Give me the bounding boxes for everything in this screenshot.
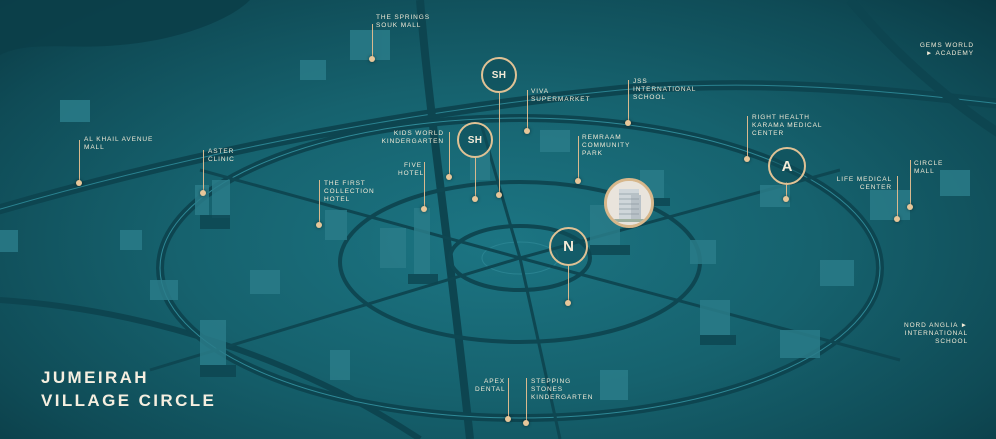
location-dot-icon (369, 56, 375, 62)
poi-label: GEMS WORLD ► ACADEMY (919, 42, 974, 57)
location-dot-icon (744, 156, 750, 162)
poi-label: LIFE MEDICAL CENTER (836, 176, 892, 191)
poi-label: AL KHAIL AVENUE MALL (84, 136, 154, 151)
stem (897, 176, 898, 218)
stem (508, 378, 509, 418)
poi-label: CIRCLE MALL (914, 160, 944, 175)
location-dot-icon (421, 206, 427, 212)
location-dot-icon (76, 180, 82, 186)
poi-label: VIVA SUPERMARKET (531, 88, 591, 103)
marker-sh-top[interactable]: SH (481, 57, 517, 93)
location-dot-icon (894, 216, 900, 222)
marker-label: SH (491, 69, 507, 81)
stem (910, 160, 911, 206)
pin-stem (568, 264, 569, 302)
pin-stem (475, 156, 476, 198)
location-dot-icon (505, 416, 511, 422)
marker-label: A (781, 157, 793, 175)
area-title-line1: JUMEIRAH (41, 368, 149, 387)
marker-label: N (563, 238, 574, 255)
poi-label: REMRAAM COMMUNITY PARK (582, 134, 631, 157)
poi-label: THE FIRST COLLECTION HOTEL (324, 180, 375, 203)
poi-label: STEPPING STONES KINDERGARTEN (531, 378, 594, 401)
location-dot-icon (783, 196, 789, 202)
stem (203, 150, 204, 192)
poi-label: ASTER CLINIC (208, 148, 235, 163)
stem (578, 136, 579, 180)
marker-sh-mid[interactable]: SH (457, 122, 493, 158)
poi-label: JSS INTERNATIONAL SCHOOL (633, 78, 696, 101)
location-dot-icon (524, 128, 530, 134)
area-title-line2: VILLAGE CIRCLE (41, 391, 217, 410)
poi-label: KIDS WORLD KINDERGARTEN (381, 130, 444, 145)
location-dot-icon (575, 178, 581, 184)
stem (372, 24, 373, 58)
location-dot-icon (907, 204, 913, 210)
location-dot-icon (496, 192, 502, 198)
poi-label: FIVE HOTEL (398, 162, 425, 177)
stem (424, 162, 425, 208)
pin-stem (499, 92, 500, 194)
stem (747, 116, 748, 158)
area-title: JUMEIRAH VILLAGE CIRCLE (41, 366, 216, 412)
marker-n[interactable]: N (549, 227, 588, 266)
stem (319, 180, 320, 226)
location-dot-icon (200, 190, 206, 196)
stem (628, 80, 629, 122)
building-icon (607, 181, 651, 225)
poi-label: APEX DENTAL (475, 378, 506, 393)
location-dot-icon (523, 420, 529, 426)
marker-label: SH (467, 134, 483, 146)
location-dot-icon (472, 196, 478, 202)
location-dot-icon (625, 120, 631, 126)
stem (527, 90, 528, 130)
poi-label: RIGHT HEALTH KARAMA MEDICAL CENTER (752, 114, 823, 137)
poi-label: NORD ANGLIA ► INTERNATIONAL SCHOOL (903, 322, 968, 345)
location-dot-icon (316, 222, 322, 228)
stem (526, 378, 527, 422)
poi-label: THE SPRINGS SOUK MALL (376, 14, 430, 29)
stem (79, 140, 80, 182)
location-dot-icon (565, 300, 571, 306)
project-marker[interactable] (604, 178, 654, 228)
pin-stem (786, 182, 787, 198)
marker-a[interactable]: A (768, 147, 806, 185)
location-dot-icon (446, 174, 452, 180)
stem (449, 132, 450, 176)
